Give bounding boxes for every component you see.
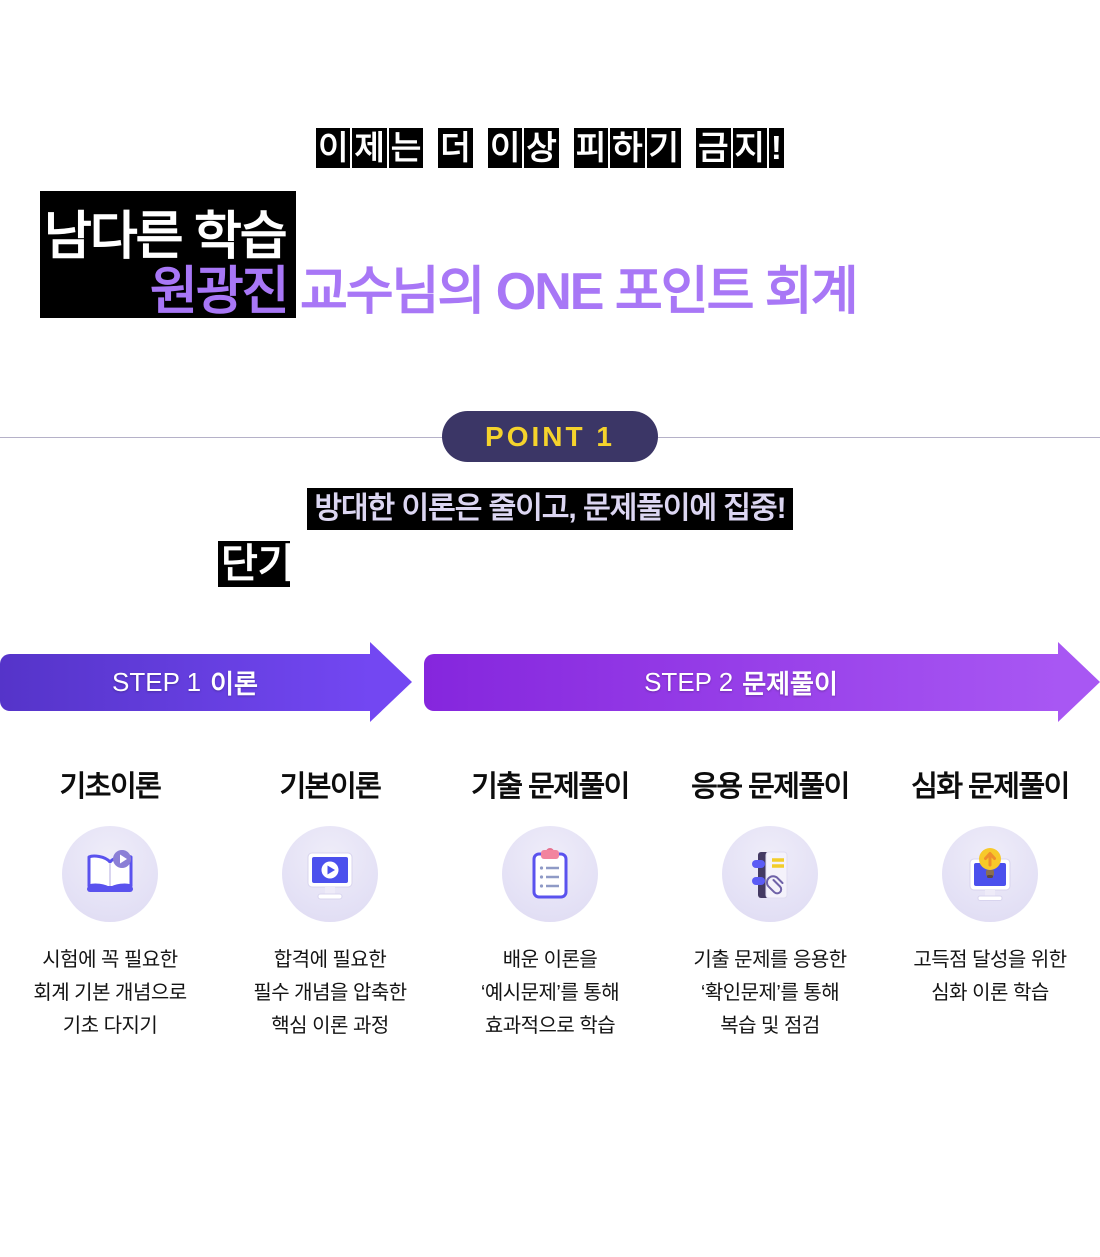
icon-circle <box>942 826 1038 922</box>
icon-circle <box>502 826 598 922</box>
course-column-core: 기본이론 합격에 필요한 필수 개념을 압축한 핵심 이론 과정 <box>220 770 440 1043</box>
point-badge: POINT 1 <box>442 411 658 462</box>
course-title: 기본이론 <box>279 771 382 803</box>
icon-circle <box>62 826 158 922</box>
course-column-advanced: 심화 문제풀이 고득점 달성을 위한 심화 이론 학습 <box>880 770 1100 1010</box>
course-title: 기초이론 <box>59 771 162 803</box>
course-title: 기출 문제풀이 <box>471 771 630 803</box>
step2-prefix: STEP 2 <box>644 667 734 697</box>
lightbulb-monitor-icon <box>969 848 1011 901</box>
point-tagline-row: 방대한 이론은 줄이고, 문제풀이에 집중! <box>0 488 1100 530</box>
step2-label: 문제풀이 <box>742 669 838 699</box>
step2-arrowhead-icon <box>1058 642 1100 722</box>
point-tagline: 방대한 이론은 줄이고, 문제풀이에 집중! <box>307 488 793 530</box>
course-desc: 배운 이론을 ‘예시문제’를 통해 효과적으로 학습 <box>480 949 620 1037</box>
course-column-applied: 응용 문제풀이 기출 문제를 응용한 ‘확인문제’를 통해 복습 및 점검 <box>660 770 880 1043</box>
course-column-past-exams: 기출 문제풀이 배운 이론을 ‘예시문제’를 통해 효과적으로 학습 <box>440 770 660 1043</box>
icon-circle <box>722 826 818 922</box>
course-desc: 합격에 필요한 필수 개념을 압축한 핵심 이론 과정 <box>253 949 407 1037</box>
icon-circle <box>282 826 378 922</box>
step1-arrowhead-icon <box>370 642 412 722</box>
book-play-icon <box>87 850 133 892</box>
course-column-basics: 기초이론 시험에 꼭 필요한 회계 기본 개념으로 기초 다지기 <box>0 770 220 1043</box>
course-desc: 기출 문제를 응용한 ‘확인문제’를 통해 복습 및 점검 <box>693 949 847 1037</box>
step1-prefix: STEP 1 <box>112 667 202 697</box>
course-desc: 고득점 달성을 위한 심화 이론 학습 <box>913 949 1067 1004</box>
course-desc: 시험에 꼭 필요한 회계 기본 개념으로 기초 다지기 <box>33 949 187 1037</box>
clipboard-list-icon <box>532 848 568 899</box>
step2-arrow: STEP 2 문제풀이 <box>424 654 1058 711</box>
notebook-paperclip-icon <box>752 851 788 899</box>
hero-title: 원광진 교수님의 ONE 포인트 회계 <box>150 263 859 321</box>
course-title: 심화 문제풀이 <box>911 771 1070 803</box>
course-title: 응용 문제풀이 <box>691 771 850 803</box>
keyword-highlight: 단기 <box>218 541 290 587</box>
monitor-play-icon <box>307 852 353 900</box>
hero-line1: 남다른 학습 <box>44 208 288 266</box>
step1-arrow: STEP 1 이론 <box>0 654 370 711</box>
hero-highlight-block <box>40 191 296 318</box>
step1-label: 이론 <box>210 669 258 699</box>
